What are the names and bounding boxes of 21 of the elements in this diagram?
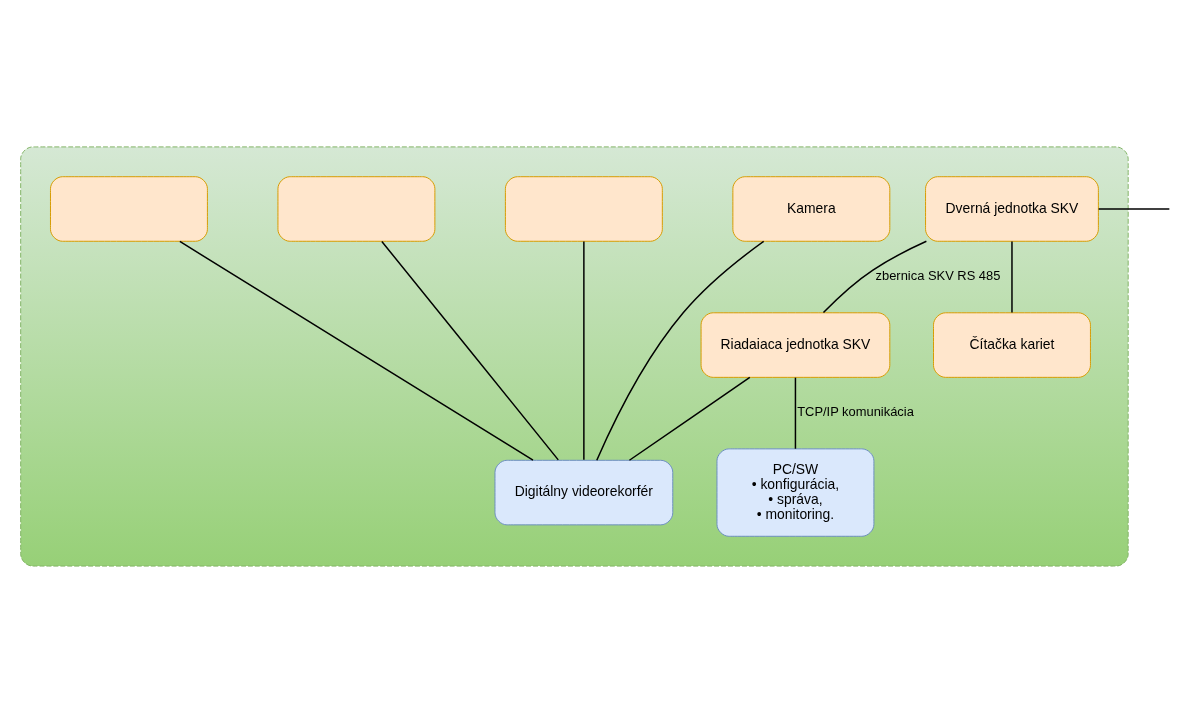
node-box: PC/SW • konfigurácia, • správa, • monitoring. bbox=[716, 448, 875, 537]
node-box bbox=[504, 176, 663, 242]
connector bbox=[381, 240, 559, 461]
connector bbox=[822, 240, 928, 314]
node-box: Dverná jednotka SKV bbox=[925, 176, 1099, 242]
connector bbox=[596, 240, 765, 461]
connector bbox=[1011, 240, 1013, 314]
connector bbox=[1097, 208, 1171, 210]
node-box bbox=[50, 176, 208, 242]
node-box: Digitálny videorekorfér bbox=[494, 459, 674, 526]
connector bbox=[628, 376, 751, 461]
cluster bbox=[20, 146, 1129, 567]
node-box: Čítačka kariet bbox=[933, 312, 1091, 378]
edge-label: zbernica SKV RS 485 bbox=[875, 268, 1001, 284]
node-box bbox=[277, 176, 436, 242]
connector bbox=[794, 376, 797, 450]
edge-label: TCP/IP komunikácia bbox=[797, 404, 914, 420]
connector bbox=[583, 240, 585, 461]
node-box: Riadaiaca jednotka SKV bbox=[700, 312, 891, 378]
node-box: Kamera bbox=[732, 176, 891, 242]
connector bbox=[179, 240, 534, 461]
